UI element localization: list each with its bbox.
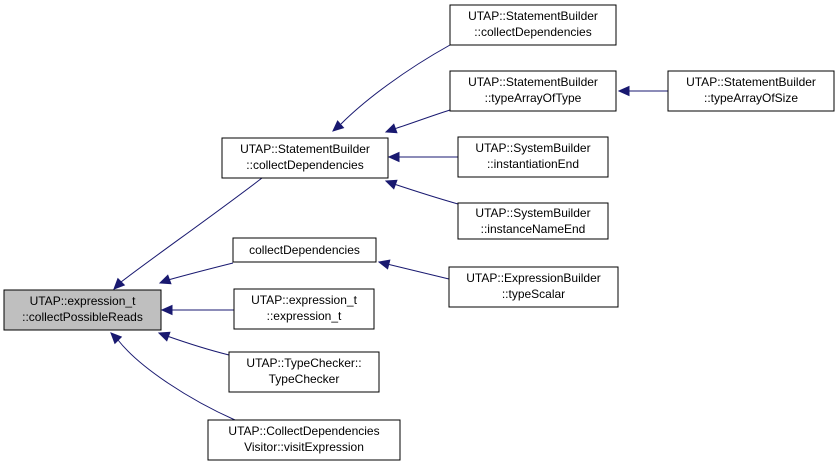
call-edge xyxy=(332,44,451,132)
arrowhead-icon xyxy=(113,277,126,290)
call-edge xyxy=(617,85,668,97)
call-edge xyxy=(377,259,450,280)
arrowhead-icon xyxy=(160,304,173,316)
node-label-line: ::typeArrayOfType xyxy=(485,91,582,105)
node-label-line: ::collectDependencies xyxy=(474,25,591,39)
call-edge xyxy=(384,109,451,134)
node-statementbuilder-collectdependencies-mid[interactable]: UTAP::StatementBuilder ::collectDependen… xyxy=(221,137,389,179)
node-label-line: ::instantiationEnd xyxy=(487,157,579,171)
node-expressionbuilder-typescalar[interactable]: UTAP::ExpressionBuilder ::typeScalar xyxy=(448,266,619,308)
edge-line xyxy=(386,263,450,280)
call-edge xyxy=(387,151,458,163)
node-label-line: UTAP::StatementBuilder xyxy=(686,75,816,89)
arrowhead-icon xyxy=(384,123,398,134)
node-label-line: UTAP::TypeChecker:: xyxy=(246,356,361,370)
call-edge xyxy=(384,179,459,205)
arrowhead-icon xyxy=(617,85,630,97)
edge-line xyxy=(393,109,451,130)
call-edge xyxy=(110,332,236,421)
node-label-line: ::expression_t xyxy=(267,309,342,323)
node-label-line: UTAP::ExpressionBuilder xyxy=(466,271,601,285)
node-label-line: UTAP::CollectDependencies xyxy=(228,424,379,438)
node-label-line: UTAP::expression_t xyxy=(251,293,357,307)
node-label-line: UTAP::expression_t xyxy=(30,294,136,308)
node-label-line: ::collectPossibleReads xyxy=(22,310,143,324)
edge-line xyxy=(120,177,263,283)
node-statementbuilder-typearrayoftype[interactable]: UTAP::StatementBuilder ::typeArrayOfType xyxy=(449,70,617,112)
node-collectdependencies[interactable]: collectDependencies xyxy=(232,237,377,263)
node-label-line: ::instanceNameEnd xyxy=(481,222,586,236)
node-statementbuilder-typearrayofsize[interactable]: UTAP::StatementBuilder ::typeArrayOfSize xyxy=(667,70,835,112)
call-edge xyxy=(113,177,263,290)
node-systembuilder-instantiationend[interactable]: UTAP::SystemBuilder ::instantiationEnd xyxy=(457,136,609,178)
arrowhead-icon xyxy=(387,151,400,163)
node-typechecker-constructor[interactable]: UTAP::TypeChecker:: TypeChecker xyxy=(228,351,380,393)
node-label-line: collectDependencies xyxy=(249,243,360,257)
edge-line xyxy=(166,335,230,356)
node-label-line: UTAP::SystemBuilder xyxy=(475,141,590,155)
node-label-line: ::typeScalar xyxy=(502,287,565,301)
edge-line xyxy=(167,262,234,281)
call-edge xyxy=(160,304,234,316)
edge-line xyxy=(393,183,459,205)
edge-line xyxy=(340,44,451,125)
arrowhead-icon xyxy=(377,259,391,270)
arrowhead-icon xyxy=(110,332,123,345)
node-label-line: TypeChecker xyxy=(269,372,340,386)
node-label-line: Visitor::visitExpression xyxy=(244,440,364,454)
node-expression-t-constructor[interactable]: UTAP::expression_t ::expression_t xyxy=(233,288,375,330)
nodes-layer: UTAP::expression_t ::collectPossibleRead… xyxy=(3,4,835,461)
node-collectdependenciesvisitor-visitexpression[interactable]: UTAP::CollectDependencies Visitor::visit… xyxy=(207,419,401,461)
edge-line xyxy=(117,339,236,421)
node-expression-t-collectpossiblereads[interactable]: UTAP::expression_t ::collectPossibleRead… xyxy=(3,289,162,331)
node-statementbuilder-collectdependencies-top[interactable]: UTAP::StatementBuilder ::collectDependen… xyxy=(449,4,617,46)
arrowhead-icon xyxy=(158,274,172,285)
node-label-line: UTAP::StatementBuilder xyxy=(468,75,598,89)
arrowhead-icon xyxy=(384,179,398,190)
arrowhead-icon xyxy=(332,120,345,132)
call-edge xyxy=(158,262,234,285)
node-label-line: ::collectDependencies xyxy=(246,158,363,172)
node-label-line: ::typeArrayOfSize xyxy=(704,91,798,105)
node-systembuilder-instancenameend[interactable]: UTAP::SystemBuilder ::instanceNameEnd xyxy=(457,202,609,240)
node-label-line: UTAP::StatementBuilder xyxy=(240,142,370,156)
call-edge xyxy=(157,331,230,356)
node-label-line: UTAP::SystemBuilder xyxy=(475,206,590,220)
arrowhead-icon xyxy=(157,331,171,342)
node-label-line: UTAP::StatementBuilder xyxy=(468,9,598,23)
edges-layer xyxy=(110,44,668,421)
